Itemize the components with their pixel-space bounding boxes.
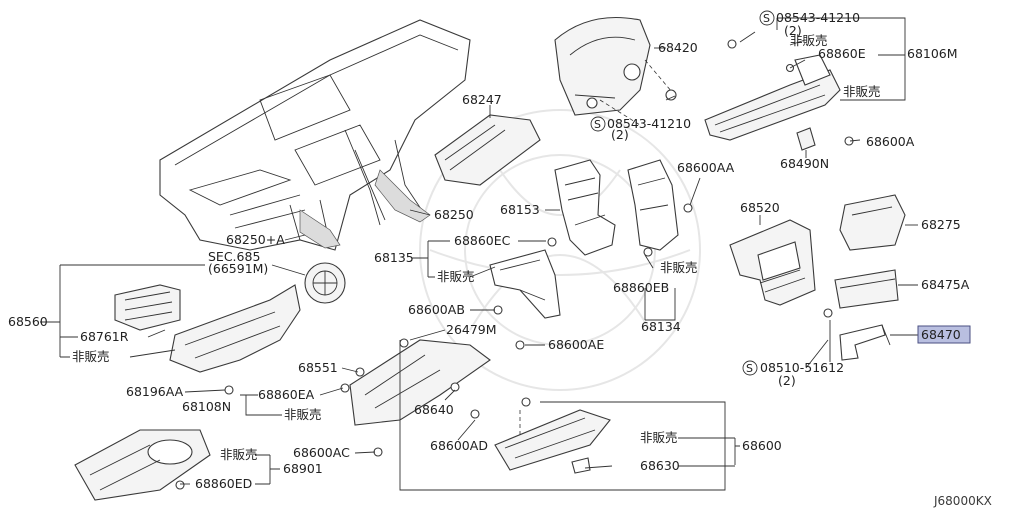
label-68600ab[interactable]: 68600AB xyxy=(408,302,465,317)
screw-symbol-text: S xyxy=(746,362,753,375)
label-68250-a[interactable]: 68250+A xyxy=(226,232,285,247)
label-68470[interactable]: 68470 xyxy=(921,327,961,342)
label-08510-qty: (2) xyxy=(778,373,796,388)
label-68600ae[interactable]: 68600AE xyxy=(548,337,604,352)
part-68600-glove-box-drawing xyxy=(349,339,611,474)
screw-symbol-text: S xyxy=(763,12,770,25)
diagram-code: J68000KX xyxy=(933,494,992,508)
label-68153[interactable]: 68153 xyxy=(500,202,540,217)
fastener-markers xyxy=(175,39,854,490)
label-68108n[interactable]: 68108N xyxy=(182,399,231,414)
label-sec685[interactable]: SEC.685 xyxy=(208,249,260,264)
label-68134[interactable]: 68134 xyxy=(641,319,681,334)
label-68640[interactable]: 68640 xyxy=(414,402,454,417)
part-68560-lower-cover-drawing xyxy=(114,284,301,373)
part-68135-bracket-drawing xyxy=(489,249,561,319)
label-68475a[interactable]: 68475A xyxy=(921,277,970,292)
part-68153-bracket-drawing xyxy=(554,159,616,256)
label-08543-qty-top: (2) xyxy=(784,23,802,38)
label-68551[interactable]: 68551 xyxy=(298,360,338,375)
label-hihanbai-68108n: 非販売 xyxy=(284,407,322,422)
label-68600a[interactable]: 68600A xyxy=(866,134,915,149)
label-68196aa[interactable]: 68196AA xyxy=(126,384,184,399)
label-66591m: (66591M) xyxy=(208,261,268,276)
part-68106m-cluster-lid-drawing xyxy=(704,54,841,141)
label-68600ac[interactable]: 68600AC xyxy=(293,445,350,460)
label-68860eb[interactable]: 68860EB xyxy=(613,280,669,295)
leader-lines xyxy=(40,17,918,491)
label-68247[interactable]: 68247 xyxy=(462,92,502,107)
label-68135[interactable]: 68135 xyxy=(374,250,414,265)
part-68470-bracket-drawing xyxy=(839,324,891,361)
label-hihanbai-68135: 非販売 xyxy=(437,269,475,284)
background-watermark xyxy=(419,109,701,391)
part-sec685-vent-drawing xyxy=(304,262,346,304)
part-68490n-drawing xyxy=(796,127,816,151)
label-68275[interactable]: 68275 xyxy=(921,217,961,232)
screw-symbol-icon xyxy=(742,360,758,376)
part-68475a-box-drawing xyxy=(834,269,899,309)
label-68250[interactable]: 68250 xyxy=(434,207,474,222)
label-hihanbai-68134: 非販売 xyxy=(660,260,698,275)
label-68761r[interactable]: 68761R xyxy=(80,329,129,344)
highlight-68470 xyxy=(917,325,971,344)
label-hihanbai-68901: 非販売 xyxy=(220,447,258,462)
label-68600[interactable]: 68600 xyxy=(742,438,782,453)
part-68901-tray-drawing xyxy=(74,429,211,501)
label-68600aa[interactable]: 68600AA xyxy=(677,160,735,175)
label-hihanbai-68560: 非販売 xyxy=(72,349,110,364)
label-hihanbai-68106m-a: 非販売 xyxy=(790,33,828,48)
part-68275-pocket-drawing xyxy=(839,194,906,251)
label-08543-41210-top[interactable]: 08543-41210 xyxy=(776,10,860,25)
label-68860ea[interactable]: 68860EA xyxy=(258,387,315,402)
part-68600aa-bracket-drawing xyxy=(627,159,679,251)
label-hihanbai-68600: 非販売 xyxy=(640,430,678,445)
label-68860ed[interactable]: 68860ED xyxy=(195,476,252,491)
label-68600ad[interactable]: 68600AD xyxy=(430,438,488,453)
screw-symbol-icon xyxy=(759,10,775,26)
label-68106m[interactable]: 68106M xyxy=(907,46,958,61)
label-26479m[interactable]: 26479M xyxy=(446,322,497,337)
label-68490n[interactable]: 68490N xyxy=(780,156,829,171)
part-labels: S S S 08543-41210 (2) 非販売 68860E 68106M … xyxy=(8,10,992,508)
part-68520-finisher-drawing xyxy=(729,219,816,306)
label-68630[interactable]: 68630 xyxy=(640,458,680,473)
label-08510-51612[interactable]: 08510-51612 xyxy=(760,360,844,375)
label-68860e[interactable]: 68860E xyxy=(818,46,866,61)
label-68520[interactable]: 68520 xyxy=(740,200,780,215)
label-08543-qty-center: (2) xyxy=(611,127,629,142)
part-68420-meter-hood-drawing xyxy=(554,17,651,116)
screw-symbol-icon xyxy=(590,116,606,132)
label-68901[interactable]: 68901 xyxy=(283,461,323,476)
label-68860ec[interactable]: 68860EC xyxy=(454,233,511,248)
label-68560[interactable]: 68560 xyxy=(8,314,48,329)
dashboard-panel-drawing xyxy=(159,19,471,251)
label-hihanbai-68106m-b: 非販売 xyxy=(843,84,881,99)
screw-symbol-text: S xyxy=(594,118,601,131)
label-68420[interactable]: 68420 xyxy=(658,40,698,55)
label-08543-41210-center[interactable]: 08543-41210 xyxy=(607,116,691,131)
part-68247-lid-drawing xyxy=(434,114,541,186)
